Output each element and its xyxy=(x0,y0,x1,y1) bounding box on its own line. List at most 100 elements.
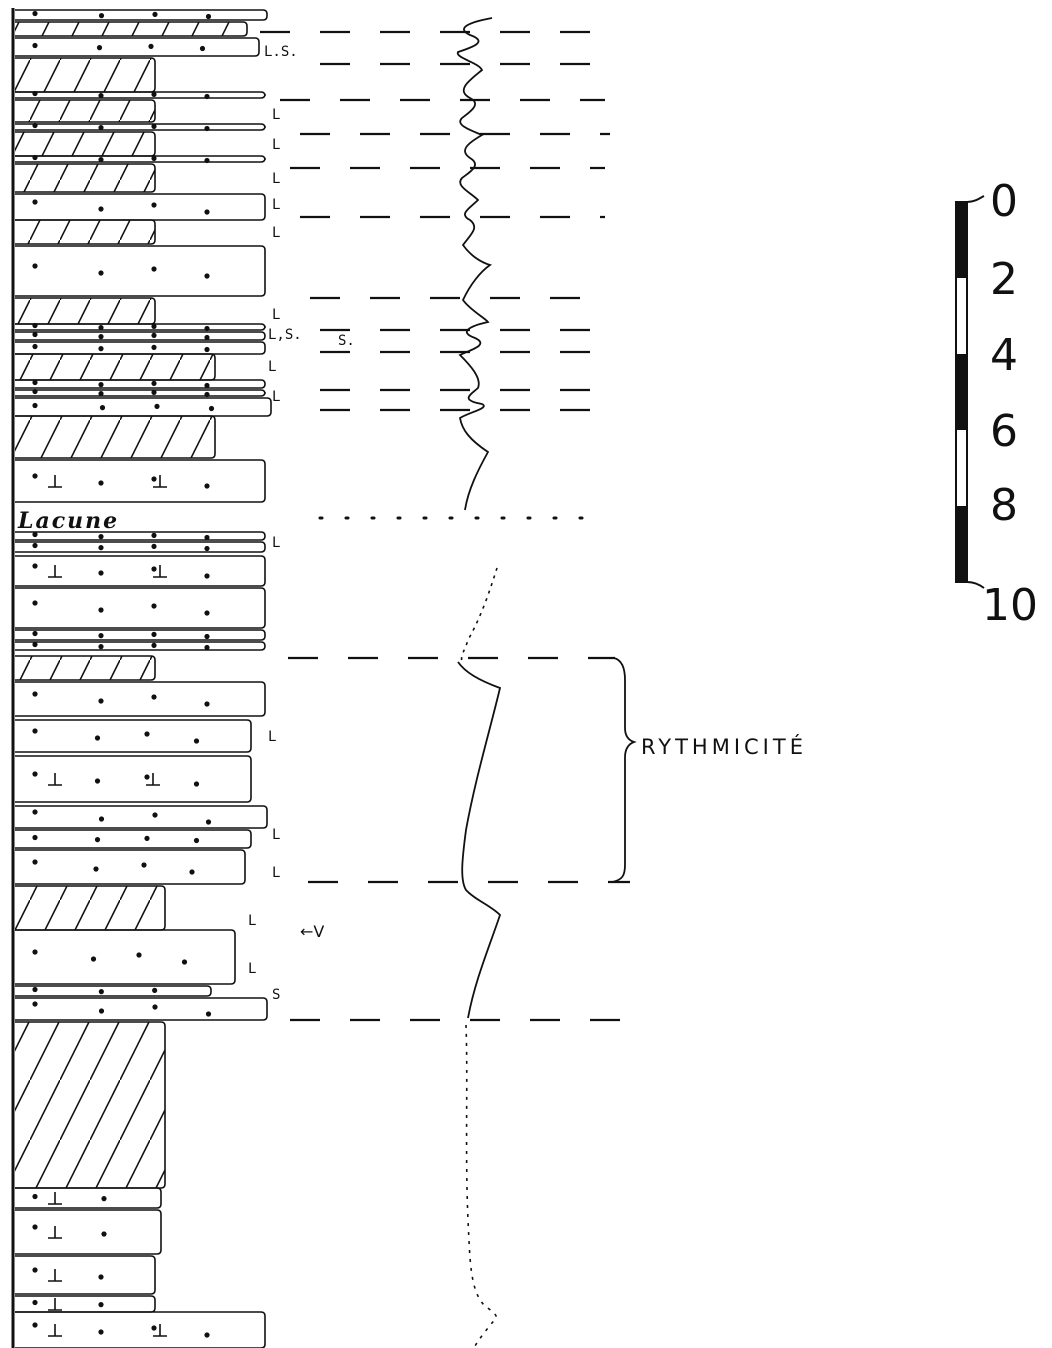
lithology-beds xyxy=(15,9,272,1348)
sandstone-bed xyxy=(15,91,266,99)
stipple-dot xyxy=(98,325,104,331)
stipple-dot xyxy=(151,566,157,572)
arrow-v-label: ←V xyxy=(300,922,325,941)
stipple-dot xyxy=(94,735,101,741)
hatched-bed xyxy=(15,57,156,93)
stipple-dot xyxy=(144,774,150,780)
sandstone-bed xyxy=(15,629,266,641)
stipple-dot xyxy=(98,607,104,613)
stipple-dot xyxy=(93,866,99,872)
stipple-dot xyxy=(151,332,157,339)
sandstone-bed xyxy=(15,531,266,541)
stipple-dot xyxy=(32,728,38,734)
stipple-dot xyxy=(151,694,157,700)
hatched-bed xyxy=(15,655,156,681)
sandstone-bed xyxy=(15,9,268,21)
stipple-dot xyxy=(94,778,101,784)
limestone-mark xyxy=(48,1324,62,1337)
limestone-bed xyxy=(15,555,266,587)
stipple-dot xyxy=(98,544,104,551)
stipple-dot xyxy=(98,124,104,131)
stipple-dot xyxy=(98,13,105,19)
stipple-dot xyxy=(208,405,215,412)
stipple-dot xyxy=(32,263,38,269)
sequence-curve-dotted-top xyxy=(460,567,498,663)
stipple-dot xyxy=(205,13,212,20)
stipple-dot xyxy=(32,986,38,993)
stipple-dot xyxy=(32,563,38,569)
bed-mark: L xyxy=(272,137,281,153)
sandstone-bed xyxy=(15,245,266,297)
stipple-dot xyxy=(151,543,157,550)
limestone-mark xyxy=(153,475,167,488)
stipple-dot xyxy=(204,391,210,398)
stipple-dot xyxy=(205,1011,212,1017)
bed-mark: L xyxy=(272,827,281,843)
limestone-mark xyxy=(48,1269,62,1282)
stipple-dot xyxy=(32,199,38,205)
scale-bar xyxy=(955,195,985,589)
stipple-dot xyxy=(32,42,38,49)
stipple-dot xyxy=(189,869,195,875)
sequence-curve-dotted-bottom xyxy=(465,1024,498,1348)
stipple-dot xyxy=(151,476,157,482)
bed-mark: L xyxy=(272,171,281,187)
correlation-dash-lines xyxy=(260,30,645,1022)
bed-mark: L xyxy=(272,535,281,551)
stipple-dot xyxy=(98,632,104,639)
bed-mark: L xyxy=(272,307,281,323)
stipple-dot xyxy=(204,273,210,279)
stipple-dot xyxy=(204,93,210,100)
stipple-dot xyxy=(152,987,158,994)
bed-mark: L xyxy=(268,359,277,375)
stipple-dot xyxy=(205,819,212,825)
stipple-dot xyxy=(32,154,38,161)
stipple-dot xyxy=(154,403,160,410)
stipple-dot xyxy=(204,610,210,616)
limestone-mark xyxy=(48,475,62,488)
stipple-dot xyxy=(151,642,157,649)
stipple-dot xyxy=(32,641,38,648)
stipple-dot xyxy=(141,862,147,868)
limestone-mark xyxy=(48,1298,62,1311)
sandstone-bed xyxy=(15,929,236,985)
sandstone-bed xyxy=(15,641,266,651)
stipple-dot xyxy=(204,346,210,353)
stipple-dot xyxy=(32,331,38,338)
bed-mark: L xyxy=(268,729,277,745)
stipple-dot xyxy=(148,43,154,50)
limestone-bed xyxy=(15,1209,162,1255)
stipple-dot xyxy=(204,125,210,132)
stipple-dot xyxy=(98,157,104,163)
bed-mark: L xyxy=(272,225,281,241)
bed-mark: L xyxy=(248,913,257,929)
sandstone-bed xyxy=(15,829,252,849)
limestone-bed xyxy=(15,1311,266,1348)
stipple-dot xyxy=(99,405,106,411)
stipple-dot xyxy=(32,473,38,479)
stipple-dot xyxy=(193,781,200,787)
sandstone-bed xyxy=(15,155,266,163)
stipple-dot xyxy=(98,533,104,540)
sandstone-bed xyxy=(15,193,266,221)
sandstone-bed xyxy=(15,397,272,417)
stipple-dot xyxy=(98,1301,104,1308)
stipple-dot xyxy=(151,344,157,351)
sequence-curve xyxy=(457,17,493,511)
stipple-dot xyxy=(204,1332,210,1338)
sandstone-bed xyxy=(15,541,266,553)
stipple-dot xyxy=(151,155,157,161)
sandstone-bed xyxy=(15,997,268,1021)
stipple-dot xyxy=(98,1008,105,1014)
stipple-dot xyxy=(32,809,38,815)
stipple-dot xyxy=(152,1004,158,1010)
stipple-dot xyxy=(32,122,38,129)
limestone-bed xyxy=(15,459,266,503)
stipple-dot xyxy=(204,157,210,164)
stipple-dot xyxy=(98,92,104,99)
stipple-dot xyxy=(32,949,38,955)
sandstone-bed xyxy=(15,849,246,885)
stipple-dot xyxy=(32,834,38,841)
stipple-dot xyxy=(98,1329,104,1335)
